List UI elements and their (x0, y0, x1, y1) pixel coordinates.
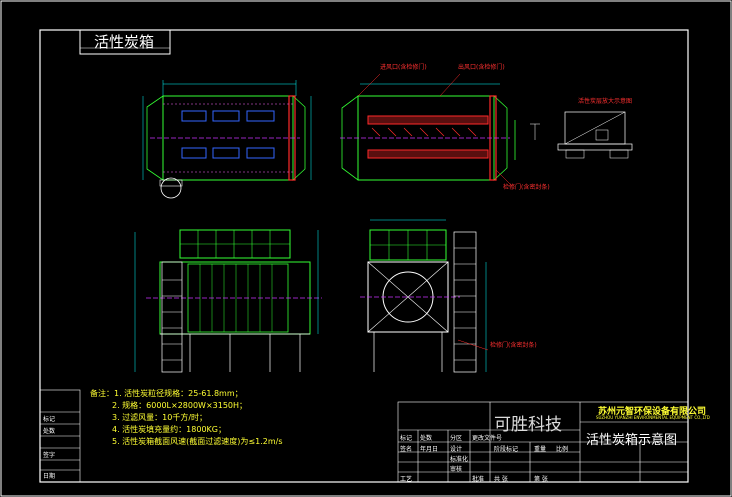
red-annotation: 出风口(含检修门) (458, 64, 505, 71)
note-line: 5. 活性炭箱截面风速(截面过滤速度)为≤1.2m/s (112, 437, 283, 446)
company-name: 苏州元智环保设备有限公司 (598, 407, 707, 417)
side-label: 签字 (43, 452, 56, 459)
red-annotation: 进风口(含检修门) (380, 64, 427, 71)
title-cell: 工艺 (400, 476, 413, 483)
top-right-detail (530, 111, 633, 159)
note-line: 备注：1. 活性炭粒径规格：25-61.8mm； (90, 389, 243, 398)
title-cell: 处数 (420, 435, 433, 442)
top-middle-view (340, 73, 516, 187)
red-annotation: 检修门(含密封条) (490, 342, 537, 349)
title-cell: 标准化 (450, 456, 469, 463)
title-cell: 批准 (472, 476, 485, 483)
note-line: 4. 活性炭填充量约：1800KG； (112, 425, 226, 434)
title-cell: 设计 (450, 446, 463, 453)
title-cell: 年月日 (420, 446, 439, 453)
title-cell: 重量 (534, 446, 547, 453)
inner-border (39, 29, 689, 483)
title-cell: 第 张 (534, 476, 548, 483)
title-cell: 分区 (450, 435, 463, 442)
side-label: 处数 (43, 428, 56, 435)
drawing-name: 活性炭箱示意图 (586, 433, 678, 448)
drawing-title: 活性炭箱 (94, 33, 155, 51)
detail-title: 活性炭层放大示意图 (578, 98, 633, 105)
bottom-left-view (134, 229, 322, 373)
title-cell: 标记 (400, 435, 413, 442)
left-side-table (39, 389, 81, 483)
title-cell: 比例 (556, 446, 569, 453)
note-line: 2. 规格：6000L×2800W×3150H； (112, 401, 248, 410)
title-block-grid (397, 401, 689, 483)
title-cell: 审核 (450, 466, 463, 473)
red-annotation: 检修门(含密封条) (503, 184, 550, 191)
bottom-middle-view (360, 219, 489, 373)
side-label: 日期 (43, 473, 56, 480)
title-cell: 共 张 (494, 476, 508, 483)
company-name-en: SUZHOU YUANZHI ENVIRONMENTAL EQUIPMENT C… (596, 415, 710, 420)
title-cell: 更改文件号 (472, 435, 503, 442)
title-cell: 签名 (400, 446, 413, 453)
note-line: 3. 过滤风量：10千方/时； (112, 413, 208, 422)
top-left-view (142, 80, 312, 199)
side-label: 标记 (43, 416, 56, 423)
brand-name: 可胜科技 (494, 415, 562, 435)
title-cell: 阶段标记 (494, 446, 519, 453)
title-box-frame (79, 29, 171, 55)
